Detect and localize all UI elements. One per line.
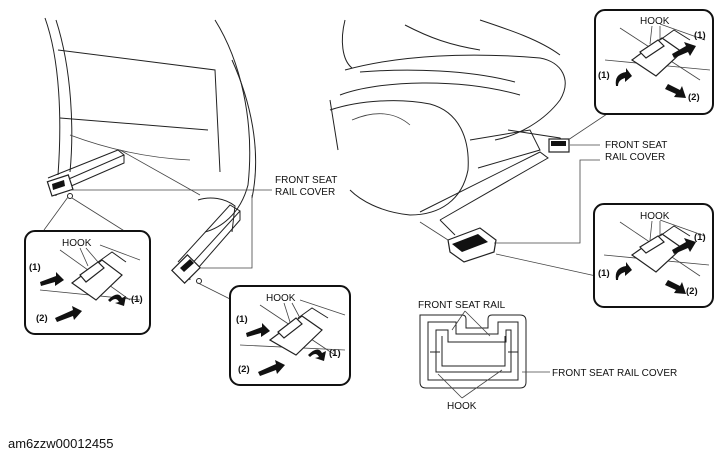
step1-label-middle-a: (1): [236, 314, 248, 325]
step1-label-left-a: (1): [29, 262, 41, 273]
arrow-2-icon-b: [258, 360, 285, 376]
hook-label-left: HOOK: [62, 238, 92, 249]
arrow-1-icon-c1: [672, 42, 696, 58]
arrow-2-icon-c: [665, 84, 686, 98]
step1-label-left-b: (1): [131, 294, 143, 305]
step2-label-top-right: (2): [688, 92, 700, 103]
step2-label-left: (2): [36, 313, 48, 324]
figure-code: am6zzw00012455: [8, 436, 114, 451]
front-seat-label-right: FRONT SEAT: [605, 140, 667, 151]
step2-label-mid-right: (2): [686, 286, 698, 297]
rail-cross-section: [419, 314, 527, 389]
hook-label-top-right: HOOK: [640, 16, 670, 27]
left-seat-drawing: [43, 17, 272, 301]
arrow-2-icon-d: [665, 280, 686, 294]
right-seat-drawing: [329, 19, 611, 277]
arrow-2-icon-a: [55, 306, 82, 322]
callout-panel-middle: [229, 285, 351, 386]
hook-label-section: HOOK: [447, 401, 477, 412]
hook-label-middle: HOOK: [266, 293, 296, 304]
arrow-1-icon-d2: [615, 262, 632, 280]
step2-label-middle: (2): [238, 364, 250, 375]
front-seat-label-left: FRONT SEAT: [275, 175, 337, 186]
step1-label-mid-right-a: (1): [694, 232, 706, 243]
step1-label-mid-right-b: (1): [598, 268, 610, 279]
callout-panel-left: [24, 230, 151, 335]
arrow-1-icon-c2: [615, 68, 632, 86]
arrow-1-icon-b2: [308, 349, 326, 361]
arrow-1-icon-a1: [40, 272, 64, 286]
rail-cover-label-right: RAIL COVER: [605, 152, 665, 163]
step1-label-top-right-a: (1): [694, 30, 706, 41]
callout-panel-top-right: [594, 9, 714, 115]
step1-label-top-right-b: (1): [598, 70, 610, 81]
hook-label-mid-right: HOOK: [640, 211, 670, 222]
step1-label-middle-b: (1): [329, 348, 341, 359]
arrow-1-icon-a2: [108, 294, 126, 306]
arrow-1-icon-b1: [246, 323, 270, 337]
front-seat-rail-cover-label: FRONT SEAT RAIL COVER: [552, 368, 677, 379]
callout-panel-mid-right: [593, 203, 714, 308]
rail-cover-label-left: RAIL COVER: [275, 187, 335, 198]
front-seat-rail-label: FRONT SEAT RAIL: [418, 300, 506, 311]
arrow-1-icon-d1: [672, 238, 696, 254]
